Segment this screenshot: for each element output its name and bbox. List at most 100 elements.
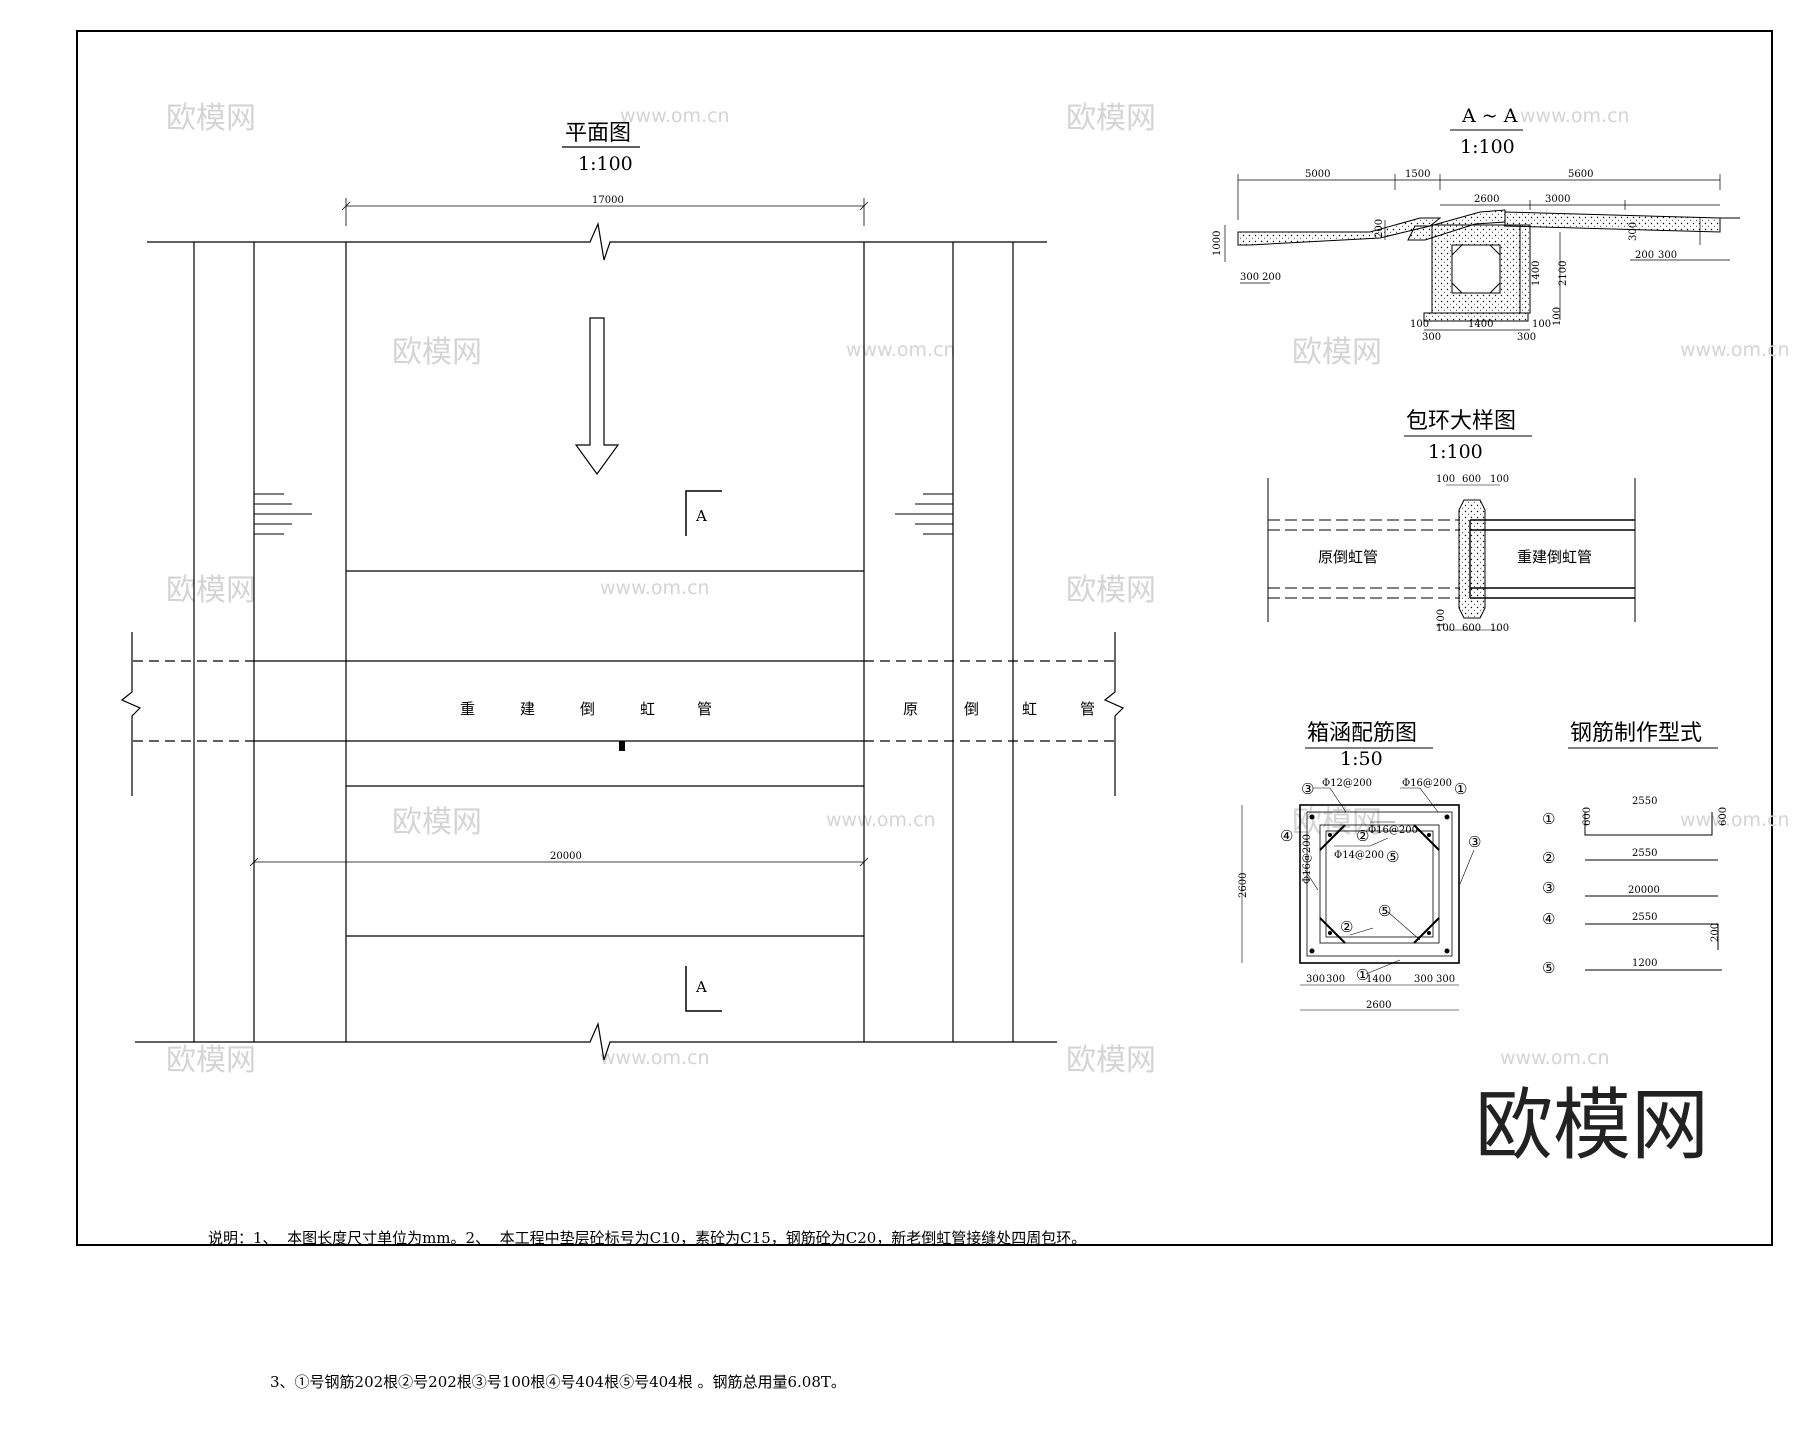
svg-text:300: 300 xyxy=(1517,332,1536,343)
svg-text:Φ14@200: Φ14@200 xyxy=(1334,850,1384,861)
rebar-shapes: 钢筋制作型式 ① 2550 600 600 ② 2550 ③ 20000 ④ 2… xyxy=(1542,721,1729,977)
sheet-frame xyxy=(76,30,1773,1246)
svg-text:2550: 2550 xyxy=(1632,796,1657,807)
section-aa: A ~ A 1:100 5000 1500 5600 2600 3000 xyxy=(1212,105,1740,343)
rebar-detail-title: 箱涵配筋图 xyxy=(1307,721,1417,746)
svg-text:100: 100 xyxy=(1532,319,1551,330)
svg-text:④: ④ xyxy=(1542,910,1555,928)
wrap-detail-scale: 1:100 xyxy=(1428,441,1483,463)
svg-text:虹: 虹 xyxy=(1022,700,1037,718)
section-aa-title: A ~ A xyxy=(1461,105,1518,127)
svg-text:欧模网: 欧模网 xyxy=(1066,573,1156,608)
svg-text:③: ③ xyxy=(1542,879,1555,897)
svg-text:欧模网: 欧模网 xyxy=(392,805,482,840)
svg-text:1400: 1400 xyxy=(1531,261,1542,286)
svg-text:Φ16@200: Φ16@200 xyxy=(1402,778,1452,789)
label-old-pipe: 原倒虹管 xyxy=(1318,548,1378,566)
svg-text:600: 600 xyxy=(1718,807,1729,826)
svg-text:200: 200 xyxy=(1635,250,1654,261)
flow-arrow xyxy=(574,317,620,476)
svg-text:③: ③ xyxy=(1301,780,1314,798)
section-mark-top xyxy=(685,490,722,536)
svg-text:2550: 2550 xyxy=(1632,912,1657,923)
dimension-17000 xyxy=(341,198,869,226)
aa-road-slab xyxy=(1237,217,1442,246)
svg-text:100: 100 xyxy=(1552,307,1563,326)
svg-text:2600: 2600 xyxy=(1474,194,1499,205)
steps-symbol-left xyxy=(254,493,312,535)
svg-text:Φ16@200: Φ16@200 xyxy=(1368,825,1418,836)
section-mark-bottom xyxy=(685,966,722,1012)
notes-line-1: 说明：1、 本图长度尺寸单位为mm。2、 本工程中垫层砼标号为C10，素砼为C1… xyxy=(208,1229,1087,1247)
svg-text:300: 300 xyxy=(1658,250,1677,261)
svg-text:①: ① xyxy=(1356,966,1369,984)
svg-text:⑤: ⑤ xyxy=(1386,848,1399,866)
svg-text:2550: 2550 xyxy=(1632,848,1657,859)
notes-line-2: 3、①号钢筋202根②号202根③号100根④号404根⑤号404根 。钢筋总用… xyxy=(270,1373,846,1391)
brand-watermark: 欧模网 xyxy=(1475,1081,1709,1171)
svg-text:20000: 20000 xyxy=(550,851,582,862)
svg-text:欧模网: 欧模网 xyxy=(1292,335,1382,370)
svg-text:②: ② xyxy=(1542,849,1555,867)
svg-text:100: 100 xyxy=(1410,319,1429,330)
svg-text:200: 200 xyxy=(1374,219,1385,238)
svg-text:1500: 1500 xyxy=(1405,169,1430,180)
svg-text:100: 100 xyxy=(1436,609,1447,628)
svg-text:3000: 3000 xyxy=(1545,194,1570,205)
rebar-shape-4 xyxy=(1585,923,1719,950)
svg-text:⑤: ⑤ xyxy=(1542,959,1555,977)
svg-text:建: 建 xyxy=(520,700,535,718)
svg-text:①: ① xyxy=(1454,780,1467,798)
pipe-label-new: 重 建 倒 虹 管 xyxy=(460,700,712,718)
svg-text:Φ12@200: Φ12@200 xyxy=(1322,778,1372,789)
label-new-pipe: 重建倒虹管 xyxy=(1517,548,1592,566)
svg-text:17000: 17000 xyxy=(592,195,624,206)
svg-text:www.om.cn: www.om.cn xyxy=(600,1047,710,1069)
svg-text:欧模网: 欧模网 xyxy=(166,101,256,136)
svg-text:www.om.cn: www.om.cn xyxy=(620,105,730,127)
rebar-box-outer xyxy=(1299,804,1460,964)
rebar-detail: 箱涵配筋图 1:50 xyxy=(1238,721,1481,1011)
svg-text:www.om.cn: www.om.cn xyxy=(600,577,710,599)
svg-text:600: 600 xyxy=(1582,807,1593,826)
steps-symbol-right xyxy=(895,493,953,535)
svg-text:2100: 2100 xyxy=(1558,261,1569,286)
svg-text:300: 300 xyxy=(1436,974,1455,985)
svg-text:www.om.cn: www.om.cn xyxy=(1500,1047,1610,1069)
svg-text:www.om.cn: www.om.cn xyxy=(1520,105,1630,127)
svg-text:⑤: ⑤ xyxy=(1378,902,1391,920)
svg-text:1400: 1400 xyxy=(1468,319,1493,330)
break-line-bottom xyxy=(135,1021,1057,1061)
svg-text:600: 600 xyxy=(1462,474,1481,485)
svg-text:②: ② xyxy=(1340,918,1353,936)
svg-text:100: 100 xyxy=(1436,474,1455,485)
svg-text:A: A xyxy=(695,507,707,525)
svg-text:①: ① xyxy=(1542,810,1555,828)
svg-text:www.om.cn: www.om.cn xyxy=(846,339,956,361)
svg-text:1200: 1200 xyxy=(1632,958,1657,969)
svg-text:100: 100 xyxy=(1436,623,1455,634)
svg-text:A: A xyxy=(695,978,707,996)
svg-text:300: 300 xyxy=(1306,974,1325,985)
svg-text:欧模网: 欧模网 xyxy=(1066,1043,1156,1078)
svg-text:5600: 5600 xyxy=(1568,169,1593,180)
svg-text:③: ③ xyxy=(1468,833,1481,851)
section-aa-scale: 1:100 xyxy=(1460,136,1515,158)
svg-text:300: 300 xyxy=(1240,272,1259,283)
rebar-shapes-title: 钢筋制作型式 xyxy=(1570,721,1702,746)
svg-text:重: 重 xyxy=(460,700,475,718)
svg-text:管: 管 xyxy=(1080,700,1095,718)
svg-text:600: 600 xyxy=(1462,623,1481,634)
svg-text:www.om.cn: www.om.cn xyxy=(826,809,936,831)
svg-text:www.om.cn: www.om.cn xyxy=(1680,809,1790,831)
svg-text:200: 200 xyxy=(1710,923,1721,942)
wrap-collar xyxy=(1458,499,1486,619)
svg-text:原: 原 xyxy=(903,700,918,718)
svg-text:欧模网: 欧模网 xyxy=(1066,101,1156,136)
drawing-sheet: 欧模网 欧模网 www.om.cn www.om.cn 欧模网 欧模网 www.… xyxy=(76,30,1790,1246)
dimension-20000 xyxy=(249,857,869,867)
svg-text:倒: 倒 xyxy=(964,700,979,718)
svg-text:④: ④ xyxy=(1280,827,1293,845)
svg-text:200: 200 xyxy=(1262,272,1281,283)
plan-scale: 1:100 xyxy=(578,153,633,175)
